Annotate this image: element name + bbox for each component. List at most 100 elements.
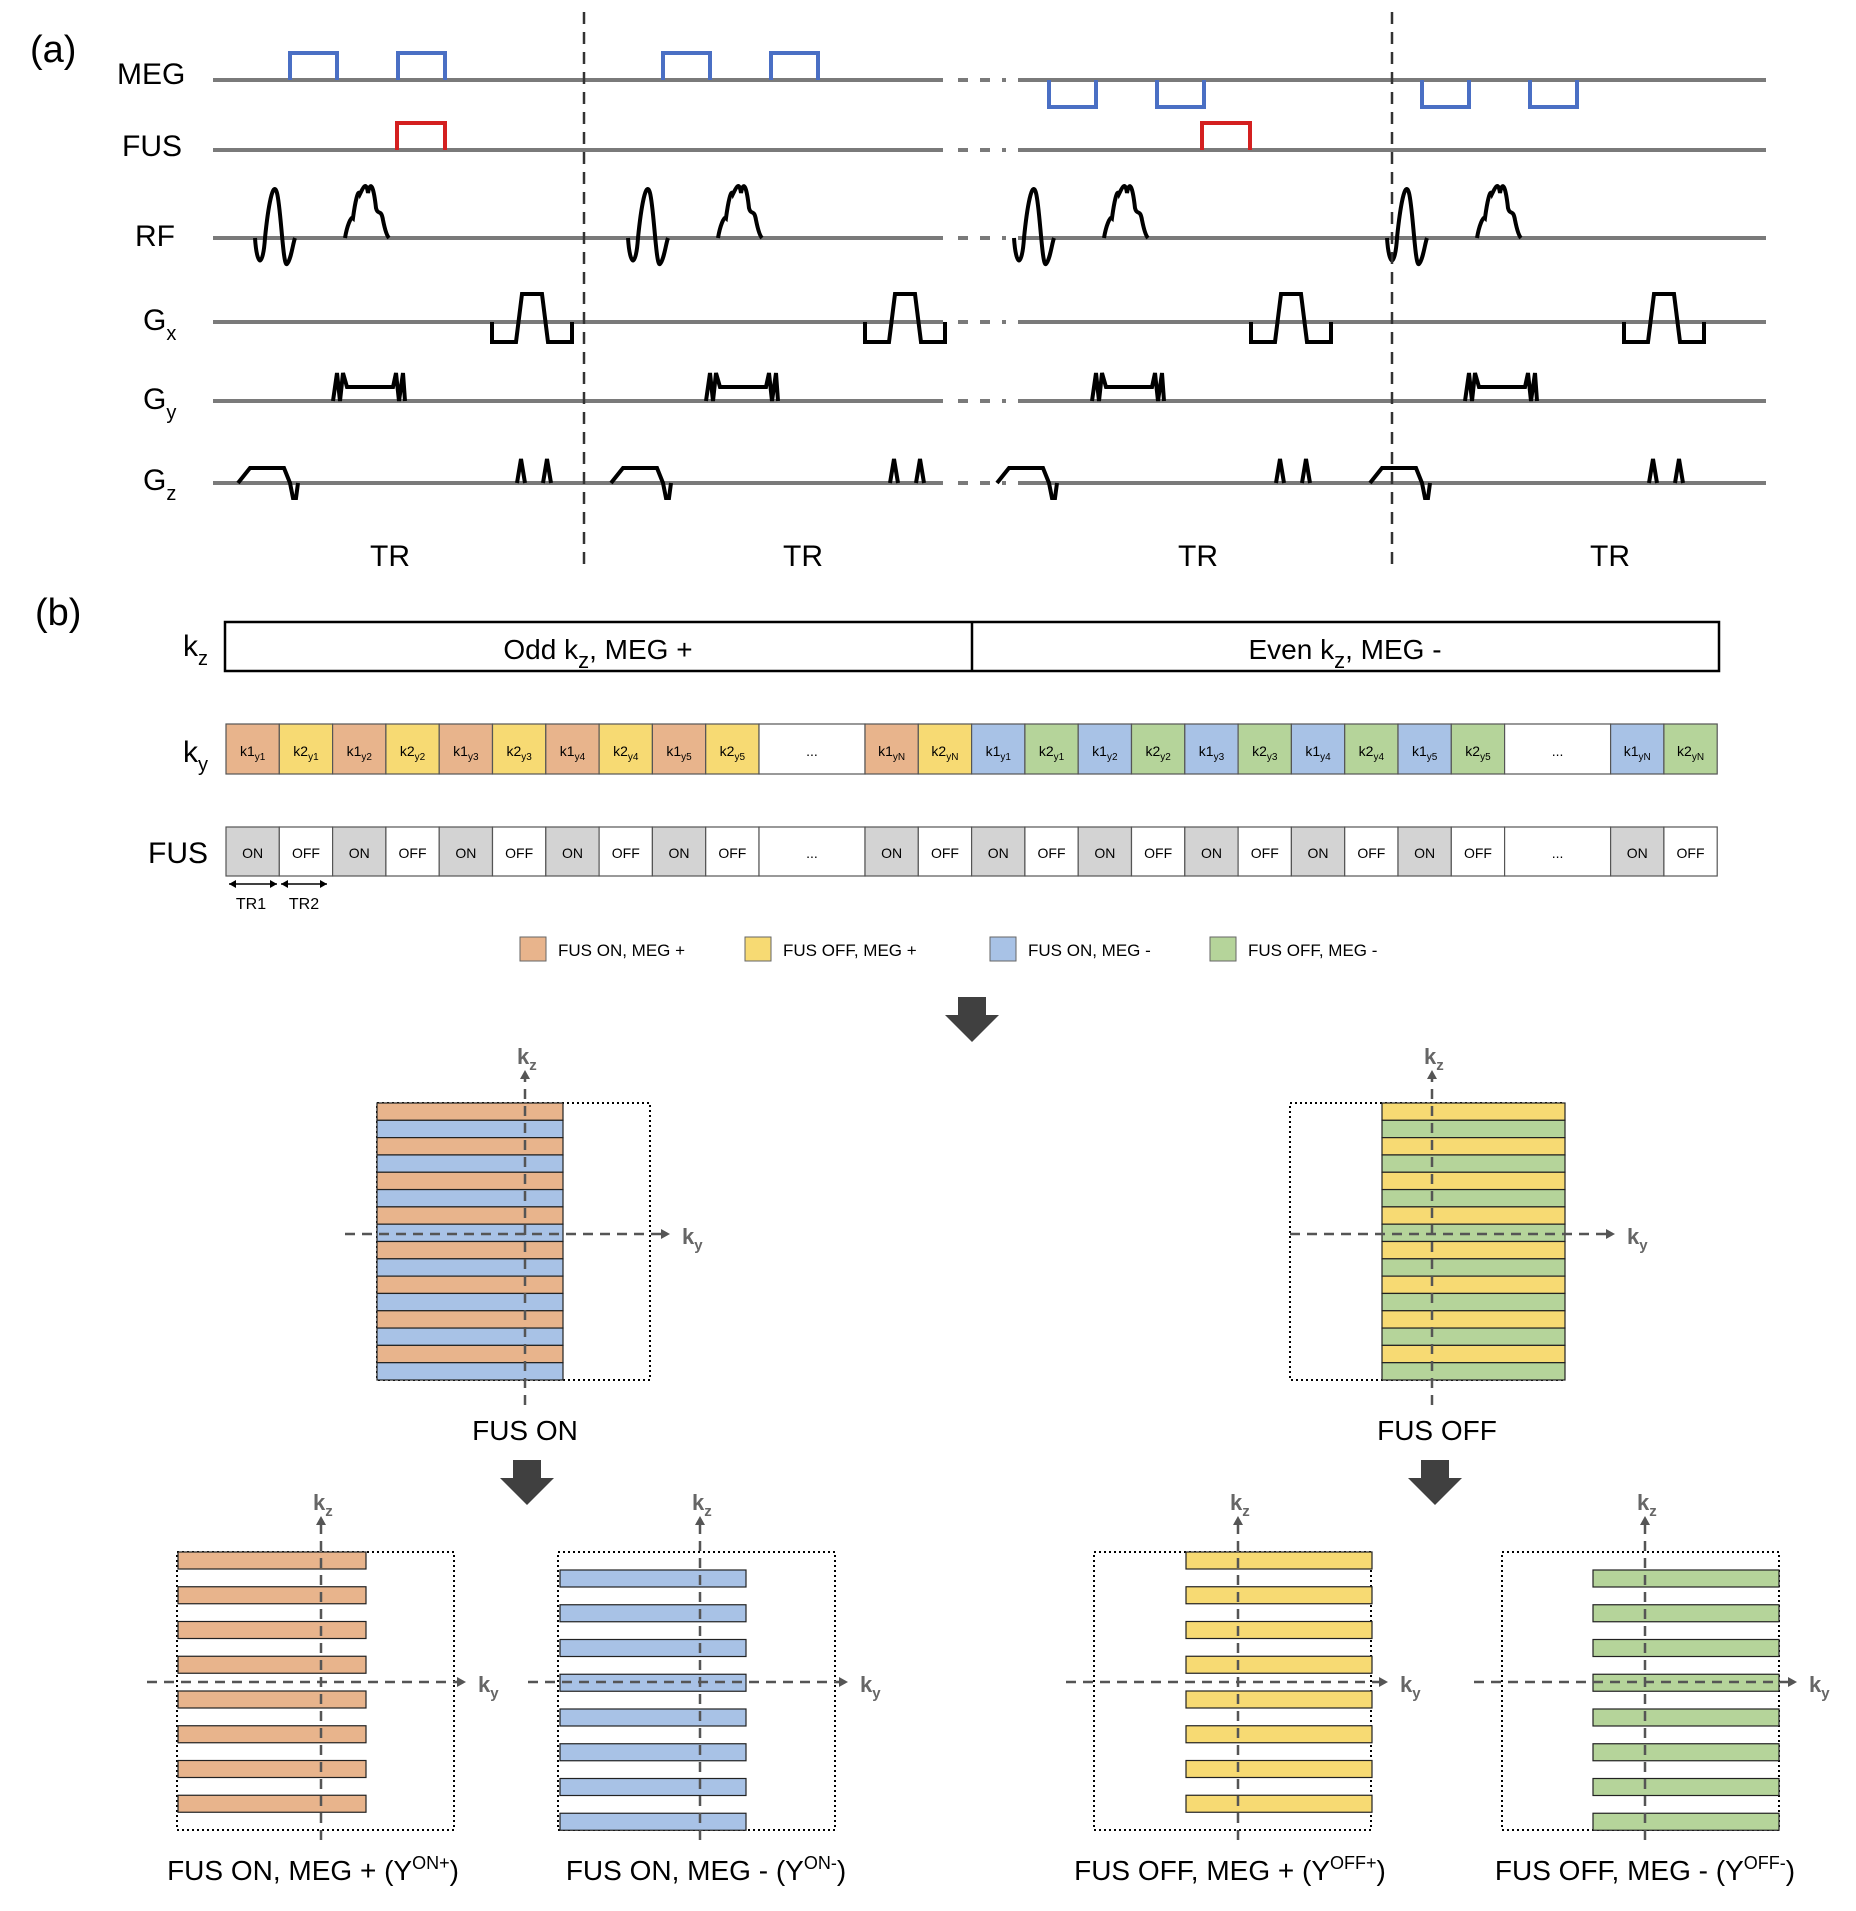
ky-cell [705, 723, 760, 775]
fus-cell [705, 826, 760, 877]
tr-label: TR [1590, 540, 1630, 573]
panel-a-label: (a) [30, 29, 76, 71]
ky-cell-label: k2y3 [1252, 743, 1278, 763]
kspace-line [1592, 1812, 1780, 1831]
rf-excitation [1012, 187, 1056, 267]
kspace-line [1381, 1206, 1566, 1225]
kspace-line [1592, 1569, 1780, 1588]
ky-cell-label: k2yN [1677, 743, 1704, 763]
gz-spoiler [541, 458, 553, 484]
kz-even-label: Even kz, MEG - [1248, 634, 1441, 673]
tr-label: TR [1178, 540, 1218, 573]
gx-readout [490, 292, 574, 344]
ky-cell [758, 723, 866, 775]
panel-b-label: (b) [35, 592, 81, 634]
ky-cell-label: ... [806, 743, 818, 759]
meg-lobe [769, 51, 820, 80]
ky-cell [491, 723, 547, 775]
gy-phase [331, 372, 407, 402]
fus-cell-label: ... [806, 845, 818, 861]
fus-cell-label: ON [1308, 845, 1329, 861]
kz-axis-label: kz [1424, 1044, 1444, 1074]
label-meg: MEG [117, 58, 185, 91]
fus-cell [438, 826, 494, 877]
kspace-line [376, 1188, 564, 1208]
fus-cell-label: ... [1552, 845, 1564, 861]
fus-cell [1663, 826, 1718, 877]
ky-cell-label: k2y4 [613, 743, 639, 763]
gx-readout [1622, 292, 1706, 344]
kspace-caption: FUS ON [472, 1415, 578, 1446]
kspace-line [177, 1586, 367, 1605]
fus-cell-label: OFF [1464, 845, 1492, 861]
rf-excitation [626, 187, 670, 267]
ky-cell-label: ... [1552, 743, 1564, 759]
kspace-box [557, 1551, 836, 1831]
flow-arrows [500, 997, 1462, 1505]
kspace-line [177, 1794, 367, 1813]
fus-cell-label: ON [881, 845, 902, 861]
meg-lobe [288, 51, 339, 80]
tr-dividers [582, 12, 1394, 568]
fus-cell [1397, 826, 1452, 877]
gz-spoiler [1300, 458, 1312, 484]
fus-cell-label: ON [1201, 845, 1222, 861]
fus-cell-label: OFF [505, 845, 533, 861]
kspace-line [1381, 1258, 1566, 1277]
kspace-line [559, 1708, 747, 1727]
kspace-line [376, 1206, 564, 1225]
kspace-line [559, 1604, 747, 1623]
fus-cell-label: OFF [931, 845, 959, 861]
fus-cell-label: ON [455, 845, 476, 861]
kspace-line [559, 1638, 747, 1658]
kspace-line [1381, 1240, 1566, 1260]
kspace-line [376, 1258, 564, 1277]
fus-pulse [395, 121, 447, 150]
gx-readout [863, 292, 947, 344]
kspace-line [1185, 1551, 1373, 1570]
legend-swatch [989, 936, 1017, 962]
ky-cell-label: k1y2 [1092, 743, 1118, 763]
ky-cell-label: k1y1 [986, 743, 1012, 763]
kspace-caption: FUS OFF, MEG + (YOFF+) [1074, 1853, 1386, 1886]
kz-axis-label: kz [313, 1490, 333, 1520]
legend: FUS ON, MEG +FUS OFF, MEG +FUS ON, MEG -… [519, 936, 1377, 962]
kz-arrowhead [1640, 1516, 1650, 1525]
kspace-line [1381, 1275, 1566, 1295]
kspace-line [1381, 1154, 1566, 1173]
kspace-line [376, 1240, 564, 1260]
kspace-line [1381, 1102, 1566, 1121]
rf-refocus [1475, 184, 1523, 240]
kspace-line [1381, 1344, 1566, 1364]
kspace-line [1381, 1188, 1566, 1208]
ky-cell-label: k2y2 [400, 743, 426, 763]
kspace-line [177, 1725, 367, 1744]
ky-cell [1344, 723, 1399, 775]
kspace-line [376, 1292, 564, 1312]
ky-cell-label: k1y5 [666, 743, 692, 763]
fus-cell-label: OFF [1038, 845, 1066, 861]
kz-arrowhead [520, 1070, 530, 1079]
arrow-split-off [1408, 1460, 1462, 1505]
kspace-line [177, 1620, 367, 1640]
meg-lobe [1155, 80, 1206, 109]
fus-cell [651, 826, 707, 877]
fus-cell [225, 826, 280, 877]
channel-baselines [213, 78, 1766, 485]
ky-axis-label: ky [682, 1224, 703, 1254]
ky-cell [1077, 723, 1133, 775]
fus-cell [864, 826, 919, 877]
arrow-combine [945, 997, 999, 1042]
ky-cell [332, 723, 387, 775]
fus-cell [1609, 826, 1665, 877]
label-fus: FUS [122, 130, 182, 163]
legend-swatch [1209, 936, 1237, 962]
ky-axis-label: ky [860, 1672, 881, 1702]
fus-cell [1344, 826, 1399, 877]
ky-cell [1184, 723, 1239, 775]
